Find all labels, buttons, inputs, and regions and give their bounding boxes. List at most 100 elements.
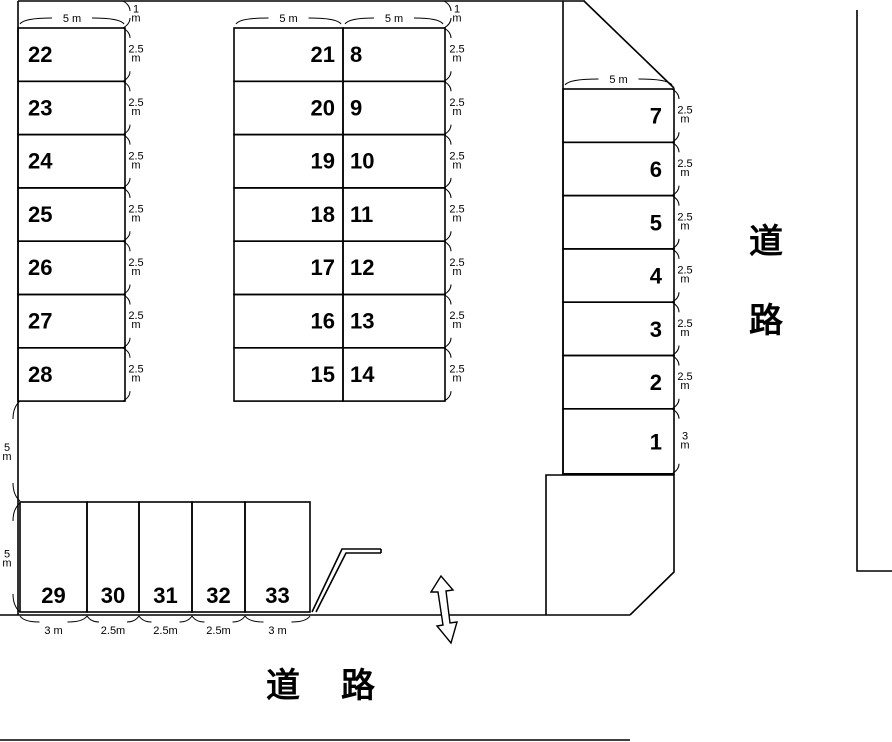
dimension-line bbox=[671, 132, 680, 143]
space-number-16: 16 bbox=[311, 309, 335, 334]
space-number-31: 31 bbox=[153, 583, 177, 608]
dimension-line bbox=[122, 240, 131, 252]
middle-left-width-label: 5 m bbox=[279, 13, 297, 25]
dimension-line bbox=[126, 615, 140, 623]
dimension-line bbox=[671, 141, 680, 153]
left-column-width-label: 5 m bbox=[63, 13, 81, 25]
dimension-line bbox=[671, 238, 680, 250]
space-number-9: 9 bbox=[350, 95, 362, 120]
dimension-line bbox=[12, 482, 21, 502]
space-number-14: 14 bbox=[350, 362, 375, 387]
dimension-line bbox=[671, 398, 680, 410]
dimension-line bbox=[671, 408, 680, 419]
right-road-label-2: 路 bbox=[749, 301, 784, 341]
space-number-15: 15 bbox=[311, 362, 335, 387]
dimension-line bbox=[671, 88, 680, 100]
space-number-25: 25 bbox=[28, 202, 52, 227]
dimension-line bbox=[291, 615, 311, 623]
dimension-line bbox=[122, 0, 131, 12]
dimension-line bbox=[443, 240, 452, 252]
dimension-line bbox=[671, 185, 680, 197]
space-number-2: 2 bbox=[650, 370, 662, 395]
dimension-line bbox=[308, 17, 342, 25]
dimension-line bbox=[671, 195, 680, 206]
space-number-11: 11 bbox=[350, 202, 373, 227]
dimension-line bbox=[122, 337, 131, 349]
space-number-7: 7 bbox=[650, 104, 662, 129]
right-column-width-label: 5 m bbox=[609, 74, 627, 86]
bottom-road-label-1: 道 bbox=[266, 666, 300, 706]
dimension-line bbox=[235, 17, 269, 25]
space-outline-28 bbox=[17, 346, 126, 402]
right-road-label-1: 道 bbox=[749, 222, 783, 262]
space-outline-33 bbox=[244, 501, 311, 613]
dimension-line bbox=[122, 27, 131, 39]
space-number-27: 27 bbox=[28, 309, 52, 334]
space-number-20: 20 bbox=[311, 95, 335, 120]
dimension-line bbox=[91, 17, 125, 25]
space-number-32: 32 bbox=[206, 583, 230, 608]
dimension-line bbox=[179, 615, 193, 623]
space-number-6: 6 bbox=[650, 157, 662, 182]
dimension-line bbox=[19, 17, 53, 25]
dimension-line bbox=[443, 0, 452, 12]
space-number-10: 10 bbox=[350, 149, 374, 174]
bottom-road-label-2: 路 bbox=[341, 666, 376, 706]
dimension-line bbox=[443, 294, 452, 305]
space-number-23: 23 bbox=[28, 95, 52, 120]
dimension-line bbox=[443, 391, 452, 402]
dimension-line bbox=[671, 292, 680, 303]
bottom-width-label-31: 2.5m bbox=[153, 625, 177, 637]
dimension-line bbox=[122, 187, 131, 198]
dimension-line bbox=[122, 284, 131, 295]
dimension-line bbox=[122, 177, 131, 189]
space-number-17: 17 bbox=[311, 255, 335, 280]
bottom-width-label-33: 3 m bbox=[268, 625, 286, 637]
dimension-line bbox=[443, 27, 452, 39]
space-number-1: 1 bbox=[650, 429, 662, 454]
space-number-29: 29 bbox=[41, 583, 65, 608]
dimension-line bbox=[122, 347, 131, 358]
space-number-4: 4 bbox=[650, 264, 663, 289]
dimension-line bbox=[244, 615, 264, 623]
bottom-width-label-32: 2.5m bbox=[206, 625, 230, 637]
bottom-width-label-29: 3 m bbox=[44, 625, 62, 637]
dimension-line bbox=[12, 400, 21, 420]
space-number-22: 22 bbox=[28, 42, 52, 67]
space-number-33: 33 bbox=[265, 583, 289, 608]
space-number-8: 8 bbox=[350, 42, 362, 67]
space-number-3: 3 bbox=[650, 317, 662, 342]
dimension-line bbox=[413, 17, 444, 25]
dimension-line bbox=[122, 134, 131, 145]
dimension-line bbox=[671, 248, 680, 259]
dimension-line bbox=[67, 615, 88, 623]
dimension-line bbox=[671, 355, 680, 366]
dimension-line bbox=[443, 187, 452, 198]
dimension-line bbox=[443, 80, 452, 92]
middle-right-width-label: 5 m bbox=[385, 13, 403, 25]
dimension-line bbox=[443, 347, 452, 358]
space-number-12: 12 bbox=[350, 255, 374, 280]
dimension-line bbox=[638, 78, 673, 86]
bottom-width-label-30: 2.5m bbox=[101, 625, 125, 637]
space-number-5: 5 bbox=[650, 210, 662, 235]
